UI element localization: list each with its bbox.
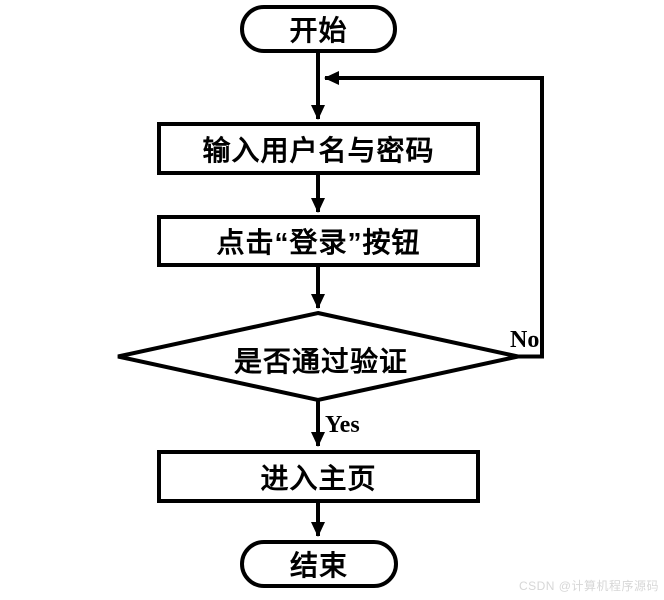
node-input-credentials: 输入用户名与密码 <box>157 122 480 175</box>
node-verify-decision-label: 是否通过验证 <box>234 346 409 377</box>
node-enter-home: 进入主页 <box>157 450 480 503</box>
node-end: 结束 <box>240 540 398 588</box>
node-end-label: 结束 <box>289 550 348 581</box>
csdn-watermark: CSDN @计算机程序源码 <box>518 579 659 593</box>
edge-yes-label: Yes <box>325 412 360 438</box>
node-click-login: 点击“登录”按钮 <box>157 215 480 267</box>
node-click-login-label: 点击“登录”按钮 <box>216 227 421 258</box>
arrow-no-loopback <box>324 71 544 359</box>
node-enter-home-label: 进入主页 <box>260 462 377 494</box>
edge-no-label: No <box>510 327 540 353</box>
node-input-credentials-label: 输入用户名与密码 <box>202 134 435 166</box>
node-start-label: 开始 <box>289 15 348 46</box>
node-start: 开始 <box>240 5 397 53</box>
